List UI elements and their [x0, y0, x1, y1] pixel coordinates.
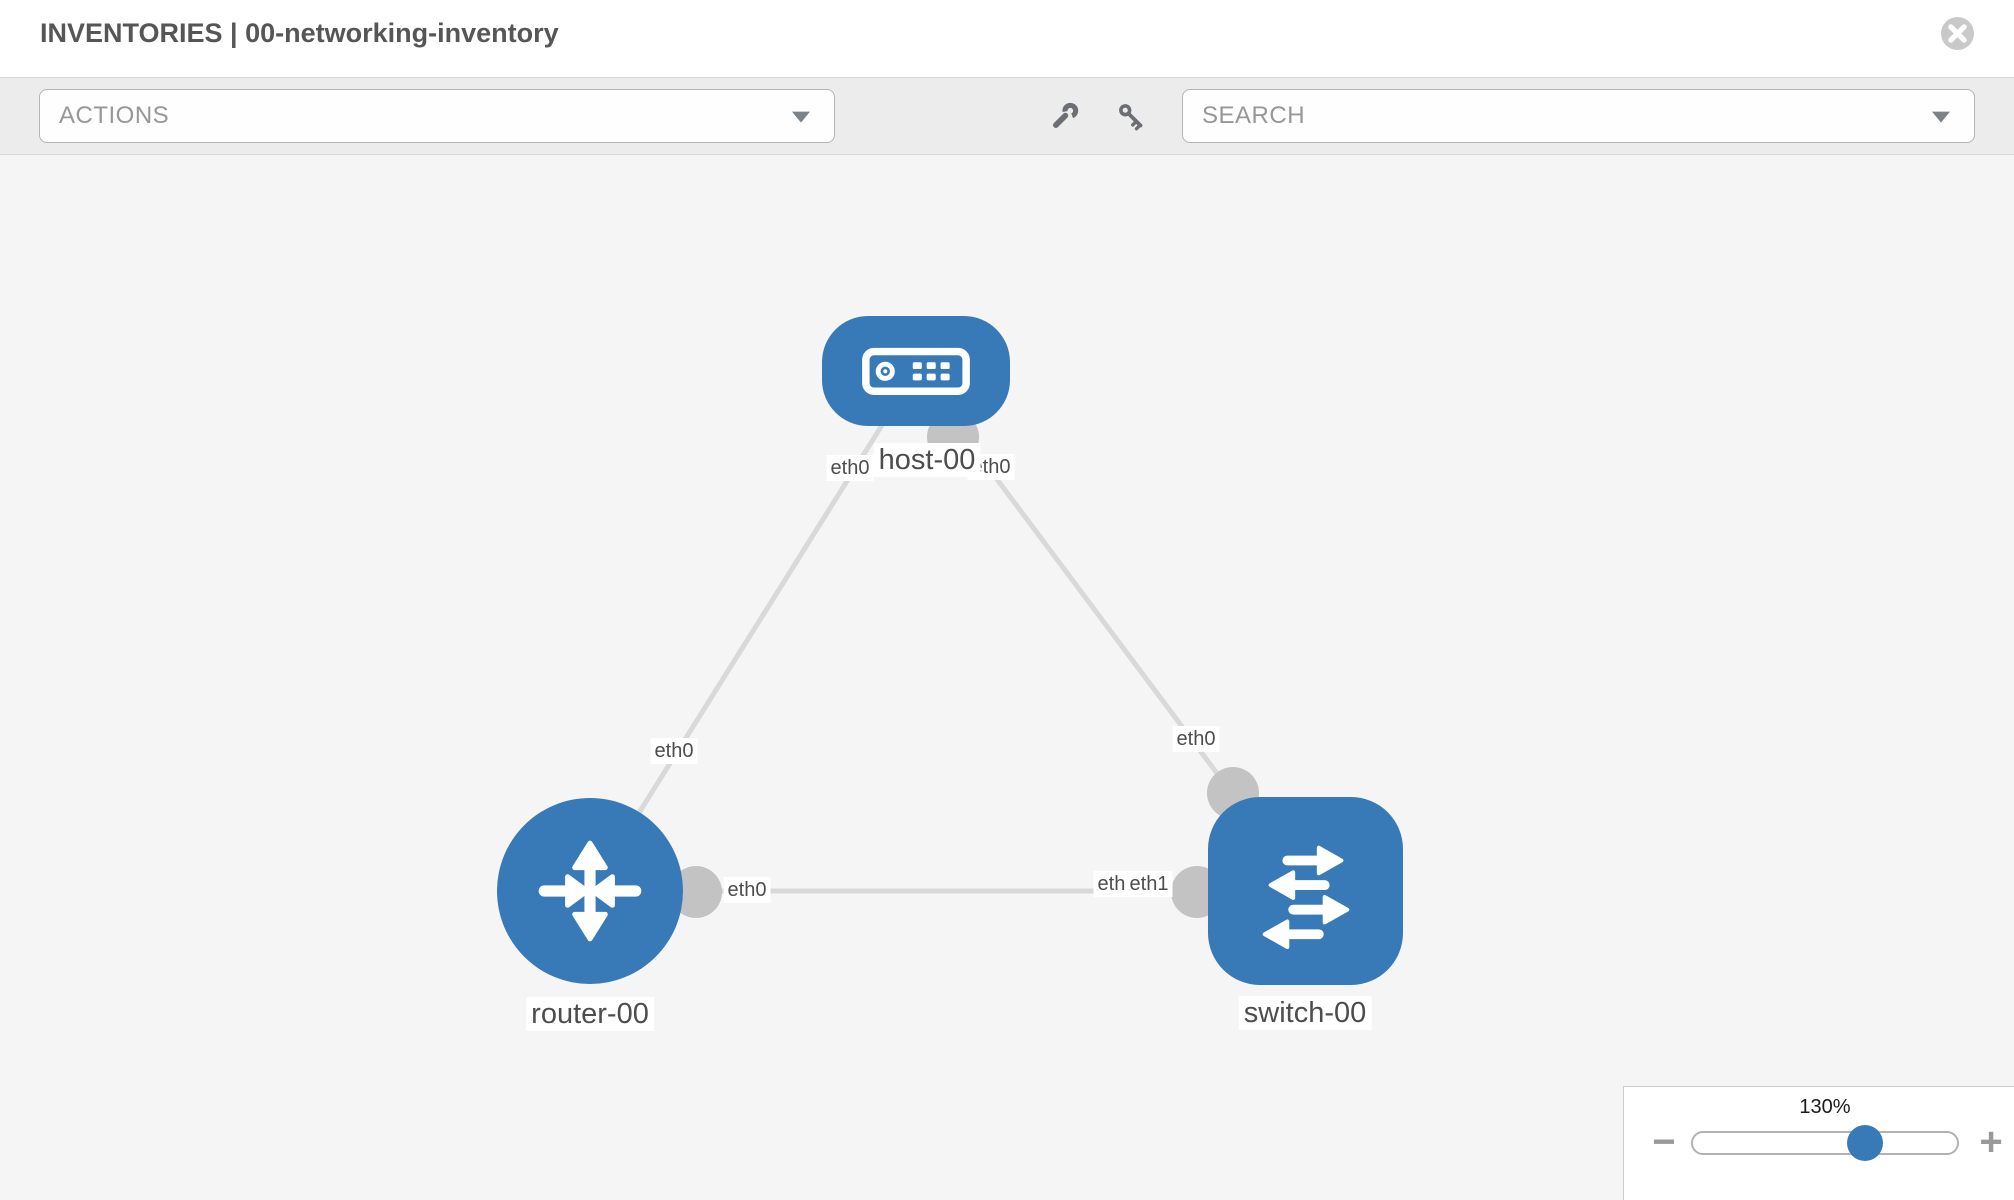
node-label-host: host-00 — [873, 443, 981, 477]
close-icon — [1948, 24, 1967, 43]
page-title: INVENTORIES | 00-networking-inventory — [40, 18, 559, 48]
header: INVENTORIES | 00-networking-inventory — [0, 0, 2014, 77]
topology-canvas[interactable]: eth0 eth0 eth0 eth0 eth0 eth1 eth1 host-… — [0, 155, 2014, 1200]
interface-label: eth0 — [723, 877, 771, 903]
wrench-icon — [1053, 102, 1079, 128]
node-label-router: router-00 — [526, 997, 654, 1031]
caret-down-icon — [792, 111, 810, 123]
actions-dropdown-label: ACTIONS — [59, 102, 170, 129]
interface-label: eth0 — [650, 738, 698, 764]
search-dropdown-label: SEARCH — [1202, 102, 1306, 129]
zoom-out-button[interactable]: − — [1652, 1120, 1676, 1164]
node-router-00[interactable] — [497, 798, 683, 984]
topology-links — [587, 369, 1308, 894]
switch-icon — [1262, 845, 1349, 950]
interface-label: eth0 — [1172, 726, 1220, 752]
zoom-level-value: 130% — [1799, 1096, 1851, 1118]
interface-label: eth0 — [826, 455, 874, 481]
zoom-slider-track[interactable] — [1691, 1125, 1959, 1161]
configure-tools-button[interactable] — [1046, 99, 1082, 135]
close-button[interactable] — [1941, 17, 1974, 50]
node-label-switch: switch-00 — [1238, 996, 1372, 1030]
actions-dropdown[interactable]: ACTIONS — [39, 89, 835, 143]
caret-down-icon — [1932, 111, 1950, 123]
node-host-00[interactable] — [822, 316, 1010, 426]
zoom-slider-handle[interactable] — [1847, 1125, 1883, 1161]
interface-label: eth1 — [1125, 871, 1173, 897]
search-dropdown[interactable]: SEARCH — [1182, 89, 1975, 143]
credentials-button[interactable] — [1114, 99, 1150, 135]
zoom-control-panel: 130% − + — [1623, 1086, 2014, 1200]
node-switch-00[interactable] — [1208, 797, 1403, 985]
host-icon — [862, 347, 970, 395]
toolbar: ACTIONS SEARCH — [0, 77, 2014, 155]
zoom-in-button[interactable]: + — [1979, 1120, 2003, 1164]
key-icon — [1119, 104, 1143, 131]
router-icon — [538, 840, 642, 942]
